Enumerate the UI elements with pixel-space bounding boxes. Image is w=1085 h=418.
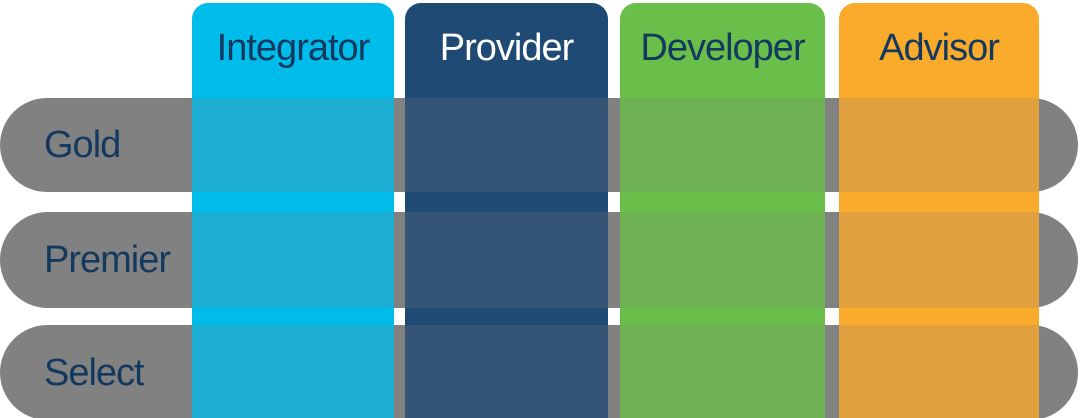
column-integrator: Integrator [192, 3, 394, 418]
row-intersection-overlay [839, 98, 1039, 192]
column-header-integrator: Integrator [192, 3, 394, 98]
row-intersection-overlay [620, 98, 825, 192]
row-intersection-overlay [192, 325, 394, 418]
row-intersection-overlay [405, 98, 608, 192]
column-header-developer: Developer [620, 3, 825, 98]
row-label-premier: Premier [44, 239, 171, 281]
column-label-developer: Developer [640, 26, 805, 69]
row-intersection-overlay [192, 98, 394, 192]
column-label-advisor: Advisor [879, 26, 1000, 69]
column-label-integrator: Integrator [216, 26, 371, 69]
column-provider: Provider [405, 3, 608, 418]
column-developer: Developer [620, 3, 825, 418]
row-label-select: Select [44, 351, 145, 394]
row-label-gold: Gold [44, 124, 121, 166]
column-header-advisor: Advisor [839, 3, 1039, 98]
row-intersection-overlay [839, 212, 1039, 308]
row-intersection-overlay [620, 212, 825, 308]
row-intersection-overlay [192, 212, 394, 308]
column-label-provider: Provider [439, 26, 574, 69]
row-intersection-overlay [839, 325, 1039, 418]
row-intersection-overlay [405, 325, 608, 418]
row-intersection-overlay [405, 212, 608, 308]
column-header-provider: Provider [405, 3, 608, 98]
row-intersection-overlay [620, 325, 825, 418]
column-advisor: Advisor [839, 3, 1039, 418]
